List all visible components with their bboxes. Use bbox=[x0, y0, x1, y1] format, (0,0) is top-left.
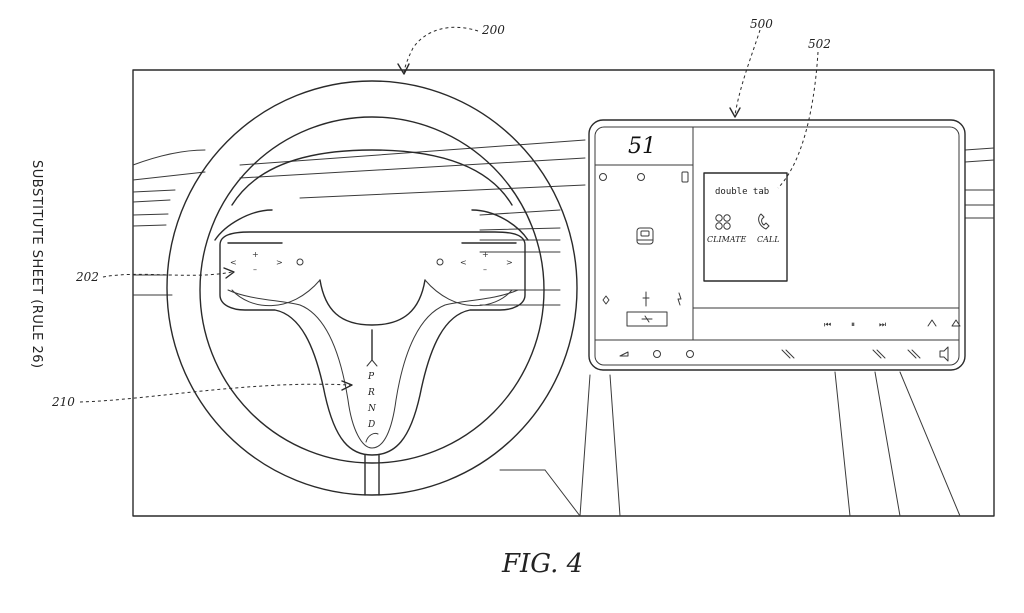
figure-caption: FIG. 4 bbox=[501, 549, 583, 579]
gear-down-icon bbox=[366, 433, 378, 442]
left-control-next[interactable]: > bbox=[276, 258, 283, 267]
status-wiper-icon bbox=[643, 292, 649, 306]
bottom-defrost-icon[interactable] bbox=[687, 351, 694, 358]
gear-r[interactable]: R bbox=[367, 388, 375, 398]
status-diamond-icon bbox=[603, 296, 609, 304]
right-control-button-icon[interactable] bbox=[437, 259, 443, 265]
indicator-center-icon bbox=[638, 174, 645, 181]
call-phone-icon[interactable] bbox=[759, 214, 769, 229]
right-control-next[interactable]: > bbox=[506, 258, 513, 267]
gear-n[interactable]: N bbox=[367, 404, 377, 414]
bottom-seat-heat-icon[interactable] bbox=[782, 350, 794, 358]
gear-selector: P R N D bbox=[366, 330, 378, 442]
car-icon bbox=[637, 228, 653, 244]
media-next-button[interactable]: ⏭ bbox=[879, 320, 886, 329]
indicator-left-icon bbox=[600, 174, 607, 181]
climate-fan-icon[interactable] bbox=[716, 215, 730, 229]
media-pause-button[interactable]: ⏸ bbox=[851, 320, 855, 329]
popup-title: double tab bbox=[715, 187, 769, 197]
right-control-minus[interactable]: – bbox=[483, 265, 487, 274]
bottom-fan-icon[interactable] bbox=[654, 351, 661, 358]
volume-icon[interactable] bbox=[940, 347, 948, 361]
right-control-prev[interactable]: < bbox=[460, 258, 467, 267]
gear-p[interactable]: P bbox=[367, 372, 375, 382]
center-display: 51 ⏮ ⏸ ⏭ bbox=[589, 120, 965, 370]
media-prev-button[interactable]: ⏮ bbox=[824, 320, 831, 329]
side-note: SUBSTITUTE SHEET (RULE 26) bbox=[29, 160, 44, 369]
left-control-minus[interactable]: – bbox=[253, 265, 257, 274]
ref-500: 500 bbox=[750, 17, 773, 31]
bottom-rear-heat-icon[interactable] bbox=[873, 350, 885, 358]
reference-callouts: 200 500 502 202 210 bbox=[51, 17, 831, 409]
right-wheel-controls: < + – > bbox=[437, 250, 513, 274]
gear-up-icon bbox=[367, 360, 377, 366]
ref-202: 202 bbox=[75, 270, 99, 284]
speed-readout: 51 bbox=[628, 134, 656, 159]
steering-wheel bbox=[167, 81, 577, 495]
double-tap-popup: double tab CLIMATE CALL bbox=[704, 173, 787, 281]
gear-d[interactable]: D bbox=[367, 420, 375, 430]
climate-option-label[interactable]: CLIMATE bbox=[707, 235, 746, 244]
ref-200: 200 bbox=[481, 23, 505, 37]
media-up-icon[interactable] bbox=[928, 320, 936, 326]
bottom-car-icon[interactable] bbox=[620, 352, 628, 356]
call-option-label[interactable]: CALL bbox=[757, 235, 780, 244]
figure-frame bbox=[133, 70, 994, 516]
ref-502: 502 bbox=[808, 37, 831, 51]
bottom-bar bbox=[620, 347, 948, 361]
status-bolt-icon bbox=[678, 293, 681, 305]
indicator-door-icon bbox=[682, 172, 688, 182]
ref-210: 210 bbox=[51, 395, 75, 409]
control-glyph-icon bbox=[642, 316, 652, 322]
left-control-prev[interactable]: < bbox=[230, 258, 237, 267]
left-control-plus[interactable]: + bbox=[252, 250, 259, 259]
dashboard-lines bbox=[133, 140, 994, 516]
bottom-steer-heat-icon[interactable] bbox=[908, 350, 920, 358]
left-control-button-icon[interactable] bbox=[297, 259, 303, 265]
left-wheel-controls: < + – > bbox=[230, 250, 303, 274]
right-control-plus[interactable]: + bbox=[482, 250, 489, 259]
